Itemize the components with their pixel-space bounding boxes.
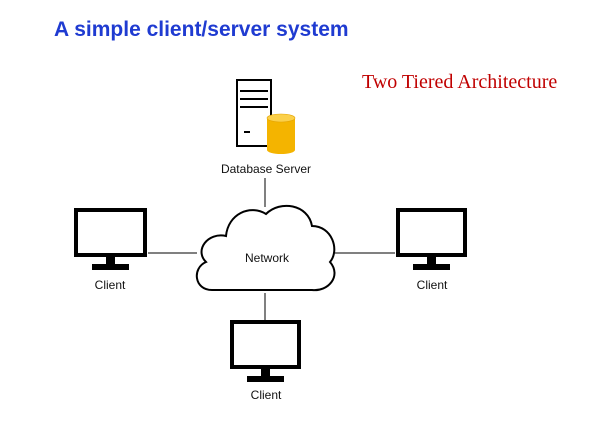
client-bottom-monitor-icon	[230, 320, 301, 382]
client-right-label: Client	[417, 278, 448, 292]
database-server-label: Database Server	[221, 162, 311, 176]
client-left-label: Client	[95, 278, 126, 292]
diagram-subtitle: Two Tiered Architecture	[362, 71, 558, 93]
client-right-monitor-icon	[396, 208, 467, 270]
network-label: Network	[245, 251, 290, 265]
connectors	[148, 178, 395, 320]
network-cloud-icon	[196, 205, 336, 292]
database-cylinder-icon	[266, 113, 296, 154]
database-server-icon	[236, 79, 296, 154]
client-bottom-label: Client	[251, 388, 282, 402]
page-title: A simple client/server system	[54, 18, 349, 41]
client-left-monitor-icon	[74, 208, 147, 270]
